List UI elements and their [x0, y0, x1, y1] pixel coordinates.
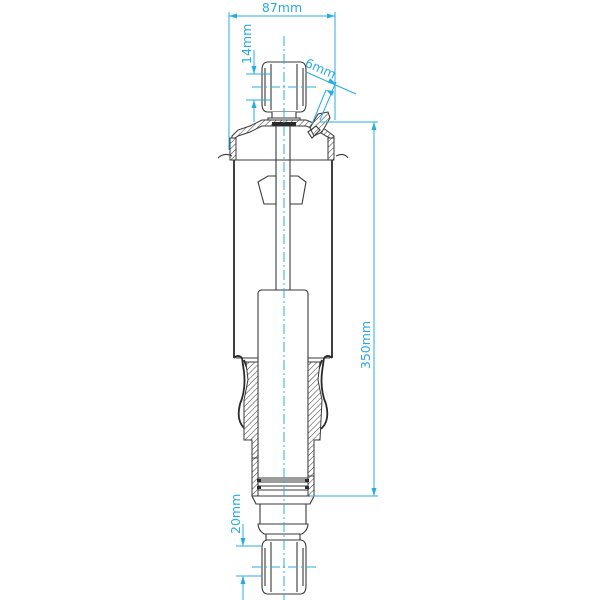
dimension-top-eye: 14mm	[239, 24, 272, 122]
center-lines	[252, 36, 316, 600]
top-cap	[217, 119, 349, 161]
dimension-air-fitting: 6mm	[303, 55, 357, 125]
damper-body	[257, 289, 309, 481]
dimension-label-20mm: 20mm	[228, 494, 243, 534]
dimension-label-350mm: 350mm	[358, 321, 373, 369]
dimension-label-14mm: 14mm	[239, 24, 254, 64]
dimension-label-87mm: 87mm	[262, 0, 302, 15]
bellow-piston	[233, 355, 333, 477]
dimension-bottom-eye: 20mm	[228, 494, 262, 600]
piston-rod	[257, 126, 307, 290]
lower-neck	[251, 495, 315, 541]
air-bellow	[233, 160, 333, 358]
dimension-body-length: 350mm	[310, 121, 378, 497]
dimension-overall-width: 87mm	[228, 0, 336, 150]
dimension-label-6mm: 6mm	[303, 55, 339, 82]
seal-rings	[251, 457, 315, 497]
air-fitting	[307, 111, 331, 139]
